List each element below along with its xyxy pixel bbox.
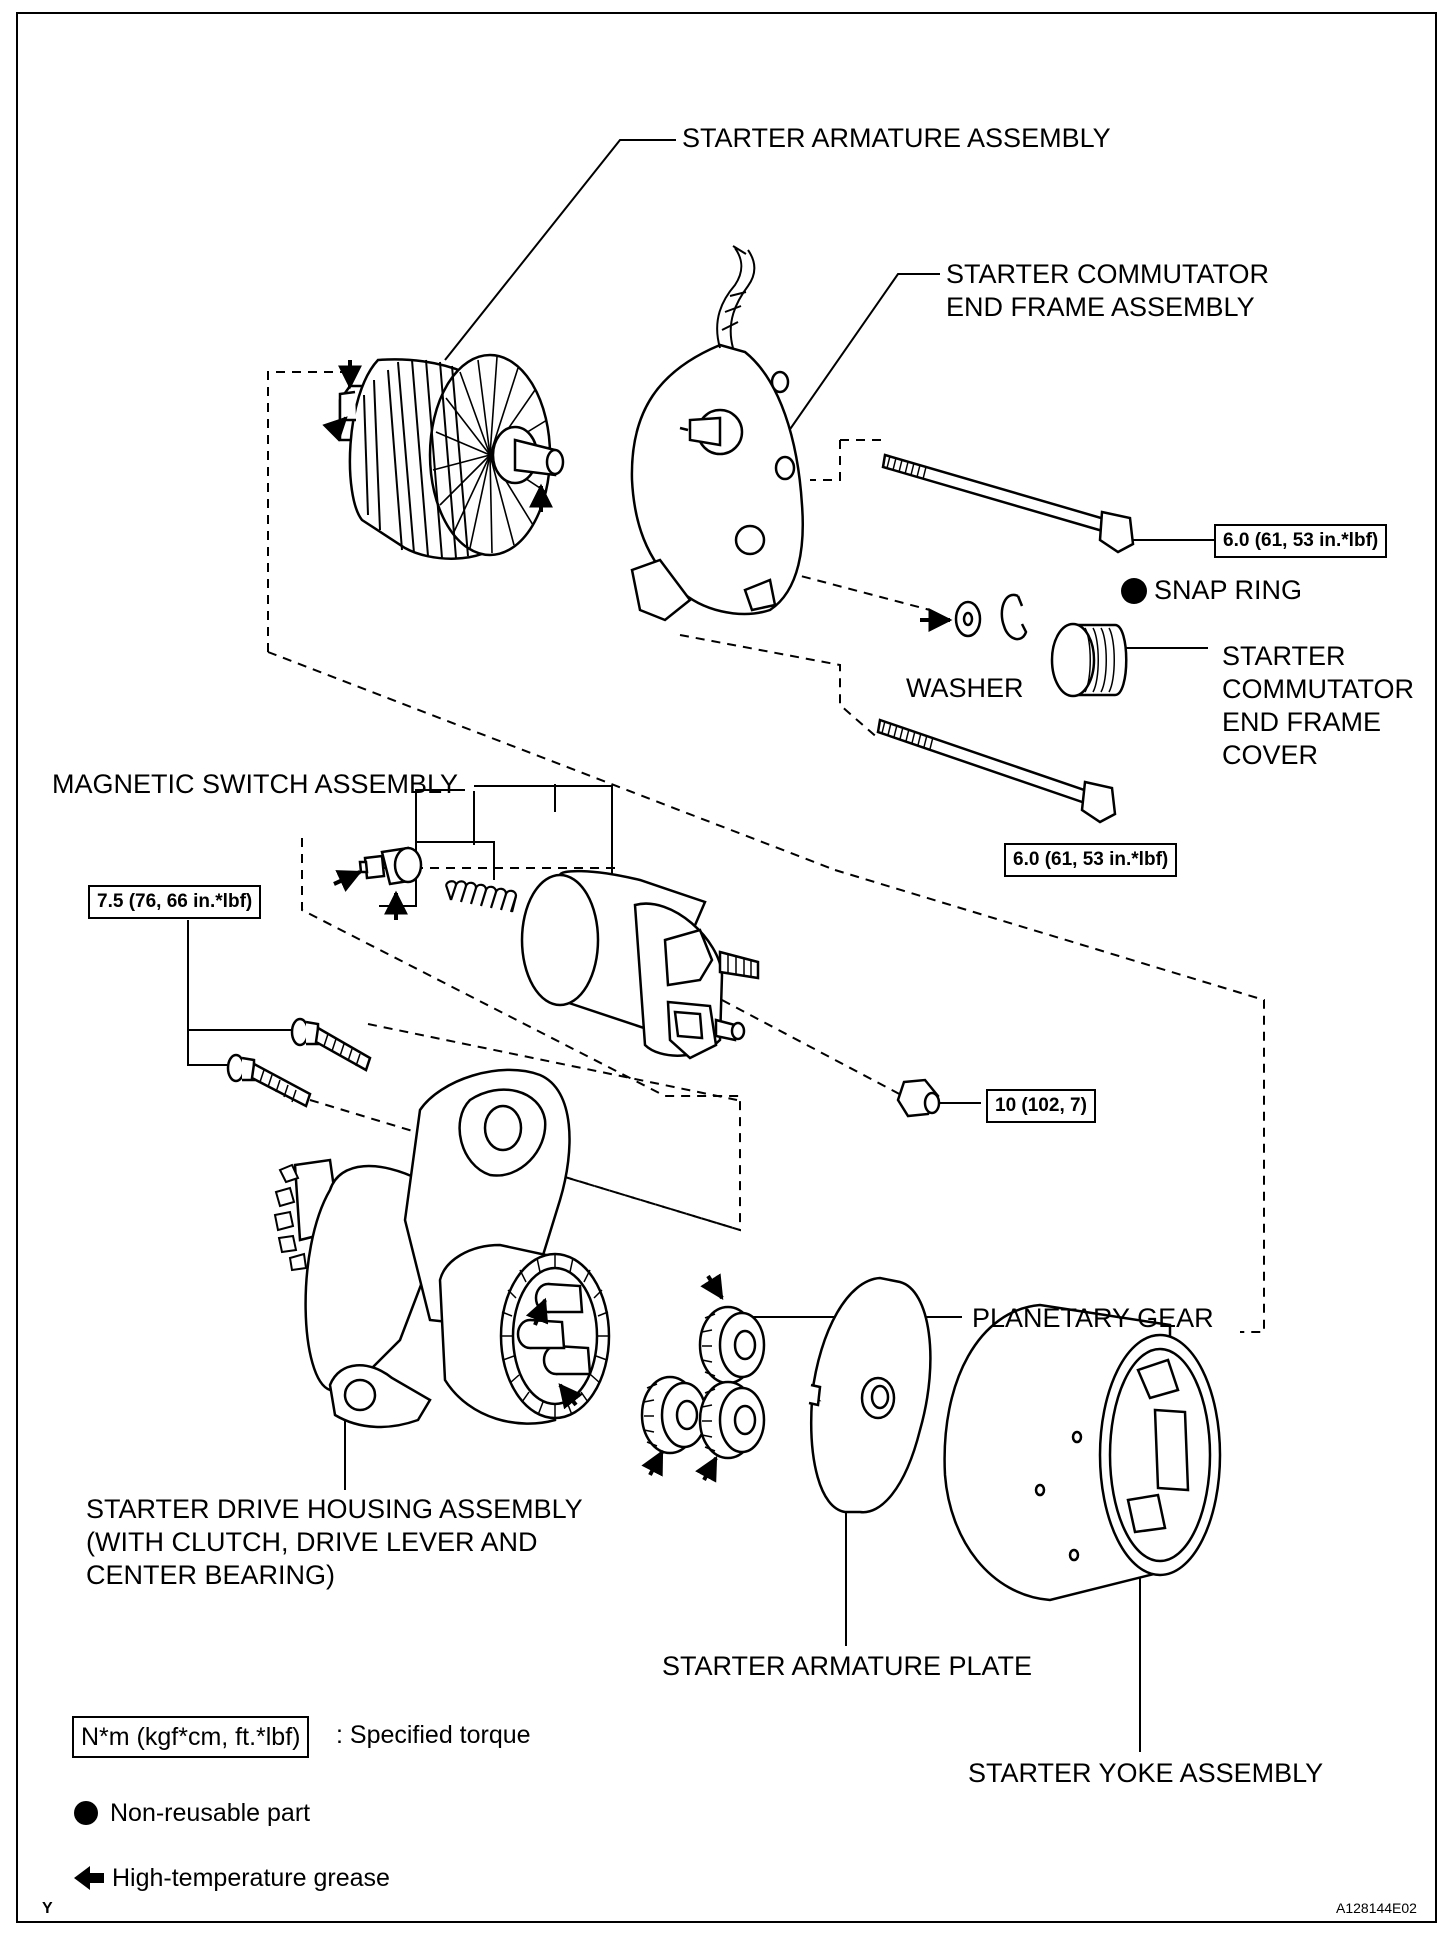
label-yoke-assembly: STARTER YOKE ASSEMBLY	[968, 1758, 1324, 1788]
torque-through-bolt-lower: 6.0 (61, 53 in.*lbf)	[1004, 843, 1178, 877]
label-snap-ring: SNAP RING	[1154, 575, 1303, 605]
figure-code: A128144E02	[1336, 1900, 1417, 1916]
terminal-nut-drawing	[896, 1078, 941, 1118]
housing-bolt-upper	[290, 1017, 372, 1072]
legend-torque-text: : Specified torque	[336, 1721, 531, 1749]
diagram-frame	[16, 12, 1437, 1923]
legend-torque-box: N*m (kgf*cm, ft.*lbf)	[72, 1716, 310, 1758]
housing-bolt-lower	[226, 1053, 312, 1108]
planetary-gear-drawing	[640, 1305, 766, 1460]
label-magnetic-switch: MAGNETIC SWITCH ASSEMBLY	[52, 769, 459, 799]
torque-through-bolt-upper: 6.0 (61, 53 in.*lbf)	[1214, 524, 1388, 558]
magnetic-switch-drawing	[520, 869, 760, 1060]
label-commutator-end-frame: STARTER COMMUTATOR END FRAME ASSEMBLY	[946, 259, 1269, 322]
label-planetary-gear: PLANETARY GEAR	[972, 1303, 1214, 1333]
legend-grease: High-temperature grease	[112, 1864, 390, 1892]
label-washer: WASHER	[906, 673, 1024, 703]
grease-arrows-housing	[525, 1297, 583, 1410]
armature-plate-drawing	[808, 1276, 932, 1514]
grease-legend-arrow-icon	[74, 1866, 104, 1890]
through-bolt-lower	[876, 718, 1117, 824]
snap-ring-non-reusable-icon	[1121, 578, 1147, 604]
yoke-assembly-drawing	[943, 1303, 1222, 1602]
alignment-lines	[267, 371, 1265, 1333]
return-spring-drawing	[444, 880, 518, 913]
corner-letter: Y	[42, 1900, 53, 1917]
non-reusable-dot-icon	[74, 1801, 98, 1825]
through-bolt-upper	[881, 453, 1135, 554]
label-end-frame-cover: STARTER COMMUTATOR END FRAME COVER	[1222, 641, 1414, 770]
torque-terminal-nut: 10 (102, 7)	[986, 1089, 1096, 1123]
commutator-end-frame-drawing	[630, 343, 805, 622]
label-armature-plate: STARTER ARMATURE PLATE	[662, 1651, 1033, 1681]
grease-arrows-planetary	[641, 1273, 724, 1483]
snap-ring-drawing	[1000, 593, 1028, 641]
armature-assembly-drawing	[338, 353, 565, 560]
label-armature-assembly: STARTER ARMATURE ASSEMBLY	[682, 123, 1111, 153]
washer-drawing	[954, 600, 982, 638]
label-drive-housing: STARTER DRIVE HOUSING ASSEMBLY (WITH CLU…	[86, 1494, 583, 1590]
legend-non-reusable: Non-reusable part	[110, 1799, 311, 1827]
grease-arrows-armature	[322, 360, 553, 512]
plunger-drawing	[358, 846, 423, 886]
grease-arrows-plunger	[333, 870, 408, 920]
end-frame-cover-drawing	[1050, 622, 1128, 698]
lead-wire	[716, 245, 756, 349]
torque-housing-bolts: 7.5 (76, 66 in.*lbf)	[88, 885, 262, 919]
drive-housing-drawing	[273, 1068, 611, 1429]
